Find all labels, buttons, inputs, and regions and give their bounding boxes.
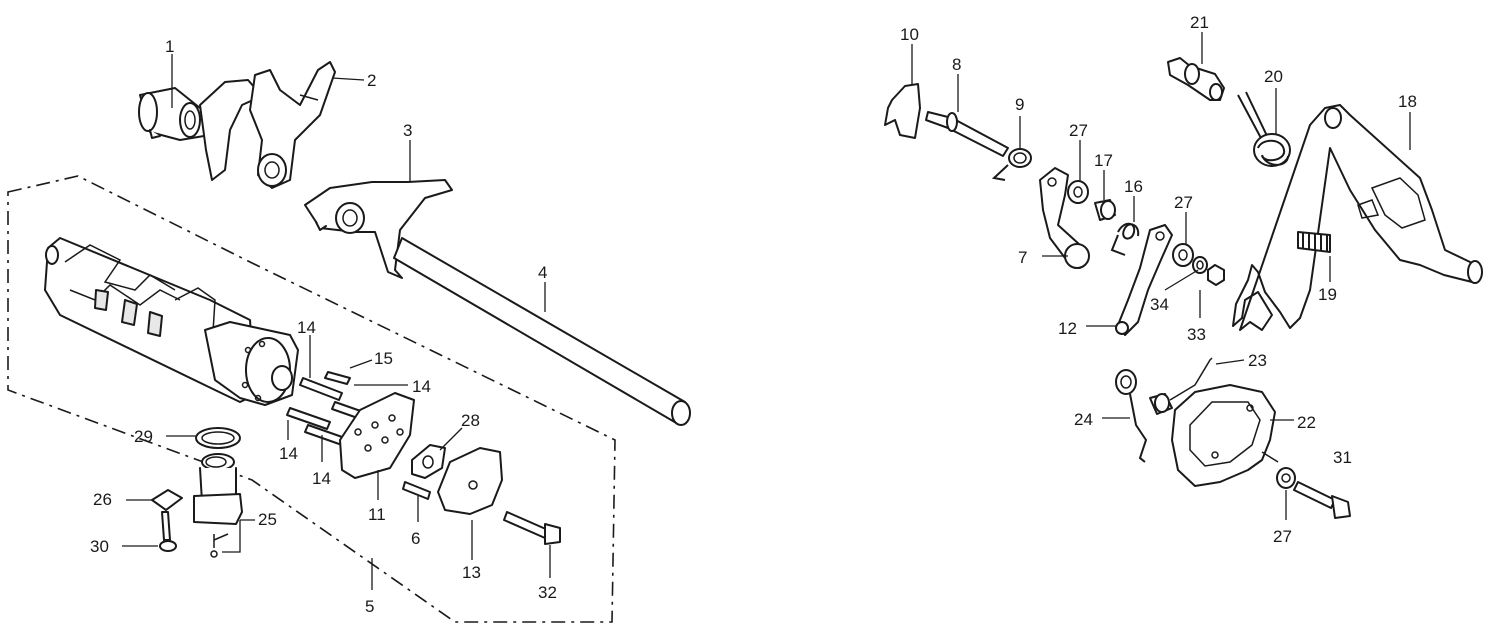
gearshift-spindle bbox=[1232, 104, 1483, 331]
callout-13: 13 bbox=[462, 563, 481, 582]
callout-4: 4 bbox=[538, 263, 547, 282]
callout-6: 6 bbox=[411, 529, 420, 548]
shift-arm bbox=[1115, 224, 1173, 336]
pivot-pin-8 bbox=[925, 111, 1009, 157]
callout-19: 19 bbox=[1318, 285, 1337, 304]
callout-11: 11 bbox=[368, 505, 386, 524]
spring-24 bbox=[1115, 369, 1148, 463]
callout-8: 8 bbox=[952, 55, 961, 74]
spring-16 bbox=[1110, 222, 1140, 256]
dowel-pin bbox=[402, 481, 431, 500]
callout-12: 12 bbox=[1058, 319, 1077, 338]
torsion-spring-20 bbox=[1237, 91, 1291, 167]
callout-27a: 27 bbox=[1069, 121, 1088, 140]
callout-18: 18 bbox=[1398, 92, 1417, 111]
circlip-34 bbox=[1192, 256, 1208, 274]
collar-23 bbox=[1149, 357, 1213, 415]
leader-2 bbox=[331, 77, 365, 81]
callout-26: 26 bbox=[93, 490, 112, 509]
assembly-boundary bbox=[7, 175, 616, 623]
callout-21: 21 bbox=[1190, 13, 1209, 32]
callout-27c: 27 bbox=[1273, 527, 1292, 546]
bearing-holder bbox=[193, 453, 243, 558]
callout-9: 9 bbox=[1015, 95, 1024, 114]
washer-27-lower bbox=[1276, 467, 1296, 489]
fork-shaft bbox=[393, 237, 691, 426]
callout-25: 25 bbox=[258, 510, 277, 529]
callout-32: 32 bbox=[538, 583, 557, 602]
shift-fork-1 bbox=[138, 79, 263, 181]
drum-center-plate bbox=[339, 392, 415, 479]
callout-14c: 14 bbox=[279, 444, 298, 463]
callout-5: 5 bbox=[365, 597, 374, 616]
callout-33: 33 bbox=[1187, 325, 1206, 344]
callout-23: 23 bbox=[1248, 351, 1267, 370]
callout-29: 29 bbox=[134, 427, 153, 446]
washer-26 bbox=[151, 489, 183, 511]
leader-15 bbox=[349, 359, 373, 369]
leader-34 bbox=[1164, 269, 1199, 291]
callout-17: 17 bbox=[1094, 151, 1113, 170]
callout-14a: 14 bbox=[297, 318, 316, 337]
callout-1: 1 bbox=[165, 37, 174, 56]
callout-3: 3 bbox=[403, 121, 412, 140]
callout-15: 15 bbox=[374, 349, 393, 368]
callout-30: 30 bbox=[90, 537, 109, 556]
callout-14d: 14 bbox=[312, 469, 331, 488]
callout-16: 16 bbox=[1124, 177, 1143, 196]
shift-fork-2 bbox=[249, 61, 336, 189]
callout-31: 31 bbox=[1333, 448, 1352, 467]
callout-10: 10 bbox=[900, 25, 919, 44]
callout-22: 22 bbox=[1297, 413, 1316, 432]
callout-34: 34 bbox=[1150, 295, 1169, 314]
leader-28 bbox=[439, 427, 463, 451]
lock-washer-28 bbox=[411, 444, 446, 479]
cam-plate bbox=[437, 447, 503, 515]
bolt-31 bbox=[1293, 481, 1351, 519]
bolt-30 bbox=[159, 511, 177, 552]
gearshift-plate bbox=[1171, 384, 1279, 487]
stopper-arm bbox=[1039, 167, 1090, 269]
return-spring bbox=[1297, 231, 1331, 253]
washer-27-upper bbox=[1067, 180, 1089, 204]
bracket-10 bbox=[884, 83, 921, 139]
bolt-32 bbox=[503, 511, 561, 545]
callout-14b: 14 bbox=[412, 377, 431, 396]
callout-7: 7 bbox=[1018, 248, 1027, 267]
nut-33 bbox=[1207, 264, 1225, 286]
callout-20: 20 bbox=[1264, 67, 1283, 86]
spring-9 bbox=[991, 148, 1032, 181]
washer-27-mid bbox=[1172, 243, 1194, 267]
shift-fork-3 bbox=[304, 179, 453, 279]
leader-23 bbox=[1215, 359, 1245, 365]
callout-27b: 27 bbox=[1174, 193, 1193, 212]
callout-24: 24 bbox=[1074, 410, 1093, 429]
o-ring bbox=[195, 427, 241, 449]
leader-25 bbox=[222, 519, 255, 553]
collar-17 bbox=[1094, 199, 1116, 221]
pivot-bolt-21 bbox=[1167, 57, 1225, 101]
shift-drum bbox=[44, 237, 299, 406]
callout-2: 2 bbox=[367, 71, 376, 90]
callout-28: 28 bbox=[461, 411, 480, 430]
